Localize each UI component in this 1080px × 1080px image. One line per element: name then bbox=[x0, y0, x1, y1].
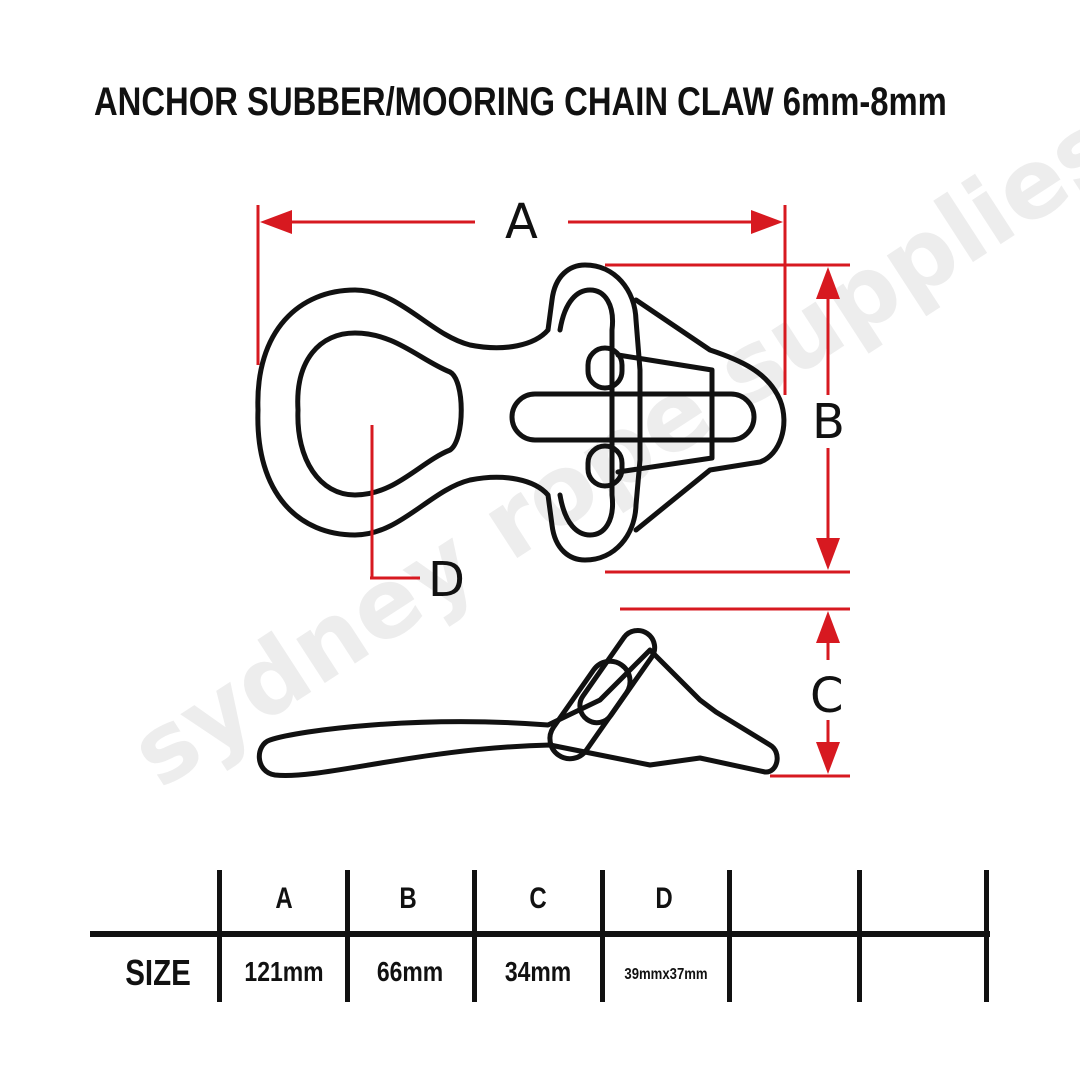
table-divider bbox=[600, 870, 605, 1002]
table-divider bbox=[984, 870, 989, 1002]
dimension-label-c: C bbox=[810, 668, 844, 724]
table-divider bbox=[472, 870, 477, 1002]
dimension-label-b: B bbox=[812, 394, 845, 450]
table-cell-b: 66mm bbox=[376, 956, 444, 987]
product-title: ANCHOR SUBBER/MOORING CHAIN CLAW 6mm-8mm bbox=[94, 80, 947, 124]
table-cell-a: 121mm bbox=[244, 956, 324, 987]
dimension-label-a: A bbox=[505, 194, 538, 250]
dimension-label-d: D bbox=[428, 552, 465, 608]
table-header-c: C bbox=[529, 882, 547, 915]
table-row-label: SIZE bbox=[125, 952, 191, 993]
table-divider bbox=[217, 870, 222, 1002]
table-header-a: A bbox=[275, 882, 293, 915]
technical-drawing: sydney rope supplies bbox=[112, 89, 1080, 809]
table-divider bbox=[857, 870, 862, 1002]
table-divider bbox=[345, 870, 350, 1002]
table-divider-horizontal bbox=[90, 931, 990, 937]
table-header-d: D bbox=[655, 882, 673, 915]
table-divider bbox=[727, 870, 732, 1002]
table-cell-d: 39mmx37mm bbox=[624, 966, 708, 983]
table-header-b: B bbox=[399, 882, 417, 915]
table-cell-c: 34mm bbox=[504, 956, 572, 987]
claw-top-view bbox=[255, 262, 787, 563]
dimension-lines bbox=[256, 205, 850, 778]
claw-side-view bbox=[256, 628, 780, 779]
